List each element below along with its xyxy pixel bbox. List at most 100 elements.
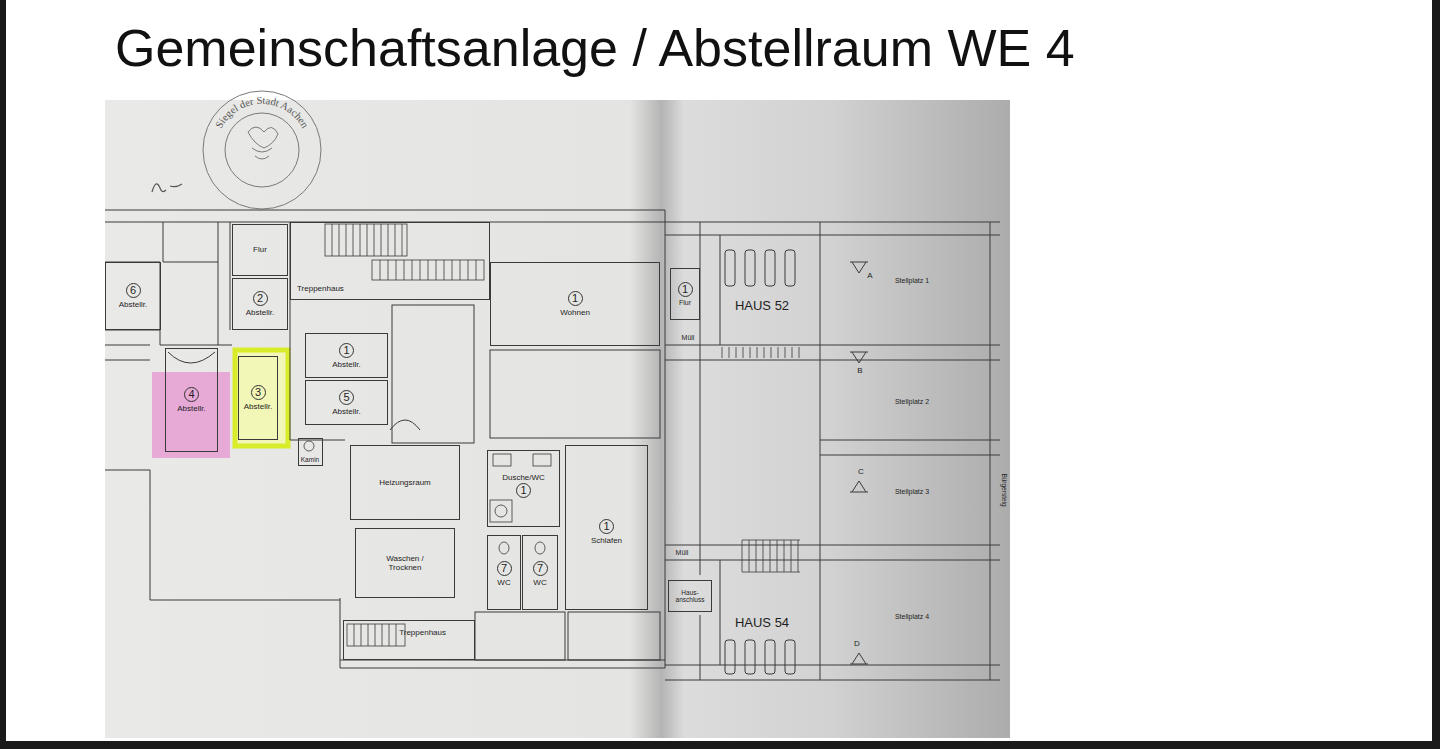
room-label: Treppenhaus <box>399 628 446 637</box>
plan-label: D <box>854 640 860 649</box>
room-label: Abstellr. <box>177 404 205 413</box>
room-box: Treppenhaus <box>343 620 475 660</box>
walls <box>160 262 232 345</box>
room-label: Flur <box>679 299 691 307</box>
room-box: 7WC <box>522 535 558 610</box>
room-box: Kamin <box>298 438 323 466</box>
room-label: Dusche/WC <box>502 473 545 482</box>
walls-right <box>745 250 755 286</box>
room-box: 1Schlafen <box>565 445 648 610</box>
plan-label: Stellplatz 1 <box>895 277 929 285</box>
room-number: 1 <box>339 343 354 358</box>
stairs <box>354 624 396 646</box>
plan-label: Stellplatz 3 <box>895 488 929 496</box>
room-box: 2Abstellr. <box>232 278 288 330</box>
room-number: 2 <box>253 291 268 306</box>
room-box: 1Abstellr. <box>305 333 388 378</box>
walls <box>340 210 665 668</box>
fixtures <box>304 441 314 451</box>
room-label: Haus- anschluss <box>672 589 708 604</box>
seal-text: Siegel der Stadt Aachen <box>213 95 311 131</box>
walls-right <box>785 640 795 674</box>
fixtures <box>495 505 507 517</box>
room-number: 4 <box>184 387 199 402</box>
signature <box>152 184 182 192</box>
stairs <box>325 224 484 646</box>
room-number: 1 <box>568 291 583 306</box>
paper-photo <box>105 100 1010 738</box>
highlight-yellow <box>235 350 288 446</box>
plan-label: Müll <box>676 549 689 557</box>
room-box: 3Abstellr. <box>238 356 278 440</box>
stairs <box>332 224 402 256</box>
room-box: 7WC <box>487 535 521 610</box>
signature <box>152 184 182 192</box>
frame <box>1432 0 1440 749</box>
fixtures <box>535 542 545 554</box>
plan-label: C <box>858 468 864 477</box>
plan-label: Stellplatz 4 <box>895 613 929 621</box>
walls-right <box>725 250 735 286</box>
walls-right <box>785 250 795 286</box>
stairs-right <box>722 347 799 358</box>
room-number: 1 <box>678 282 693 297</box>
walls-right <box>765 640 775 674</box>
walls <box>392 305 474 443</box>
room-label: Abstellr. <box>244 402 272 411</box>
room-number: 1 <box>599 519 614 534</box>
room-number: 1 <box>516 483 531 498</box>
room-box: 1Flur <box>670 268 700 320</box>
walls <box>568 612 660 660</box>
walls <box>168 352 215 363</box>
fixtures <box>533 454 551 466</box>
highlight-yellow <box>235 350 288 446</box>
walls-right <box>665 222 1000 680</box>
parking-markers <box>850 653 868 664</box>
stairs-right <box>722 347 800 572</box>
room-label: Kamin <box>301 456 319 463</box>
frame <box>0 741 1440 749</box>
room-number: 3 <box>251 385 266 400</box>
plan-title: Gemeinschaftsanlage / Abstellraum WE 4 <box>115 20 1075 77</box>
room-box: Treppenhaus <box>290 222 490 300</box>
room-box: 5Abstellr. <box>305 380 388 425</box>
frame <box>0 0 6 749</box>
room-box: Heizungsraum <box>350 445 460 520</box>
walls-right <box>745 640 755 674</box>
walls <box>105 470 340 600</box>
stairs-right <box>742 540 800 572</box>
room-label: WC <box>497 578 510 587</box>
stairs <box>380 260 476 280</box>
plan-label: Stellplatz 2 <box>895 398 929 406</box>
room-label: Abstellr. <box>246 308 274 317</box>
plan-label: Bürgersteig <box>1000 473 1007 506</box>
room-label: Wohnen <box>560 308 590 317</box>
walls-right <box>765 250 775 286</box>
room-label: Heizungsraum <box>379 478 431 487</box>
parking-markers <box>850 262 868 664</box>
stairs <box>372 260 484 280</box>
seal-stamp: Siegel der Stadt Aachen <box>203 91 321 209</box>
seal-stamp <box>225 113 299 187</box>
seal-stamp <box>203 91 321 209</box>
highlight-pink <box>152 372 230 458</box>
walls <box>163 222 345 440</box>
walls <box>105 210 665 360</box>
walls <box>105 210 665 668</box>
walls <box>390 420 420 430</box>
walls-right <box>700 222 990 680</box>
stairs <box>325 224 407 256</box>
plan-label: A <box>867 272 872 281</box>
room-number: 7 <box>533 561 548 576</box>
room-label: WC <box>533 578 546 587</box>
room-box: Dusche/WC1 <box>487 450 560 527</box>
room-label: Abstellr. <box>332 360 360 369</box>
fixtures <box>499 542 509 554</box>
room-box: Waschen / Trocknen <box>355 528 455 598</box>
plan-label: B <box>857 367 862 376</box>
parking-markers <box>850 481 868 492</box>
room-label: Waschen / Trocknen <box>380 554 430 572</box>
fixtures <box>493 454 511 466</box>
